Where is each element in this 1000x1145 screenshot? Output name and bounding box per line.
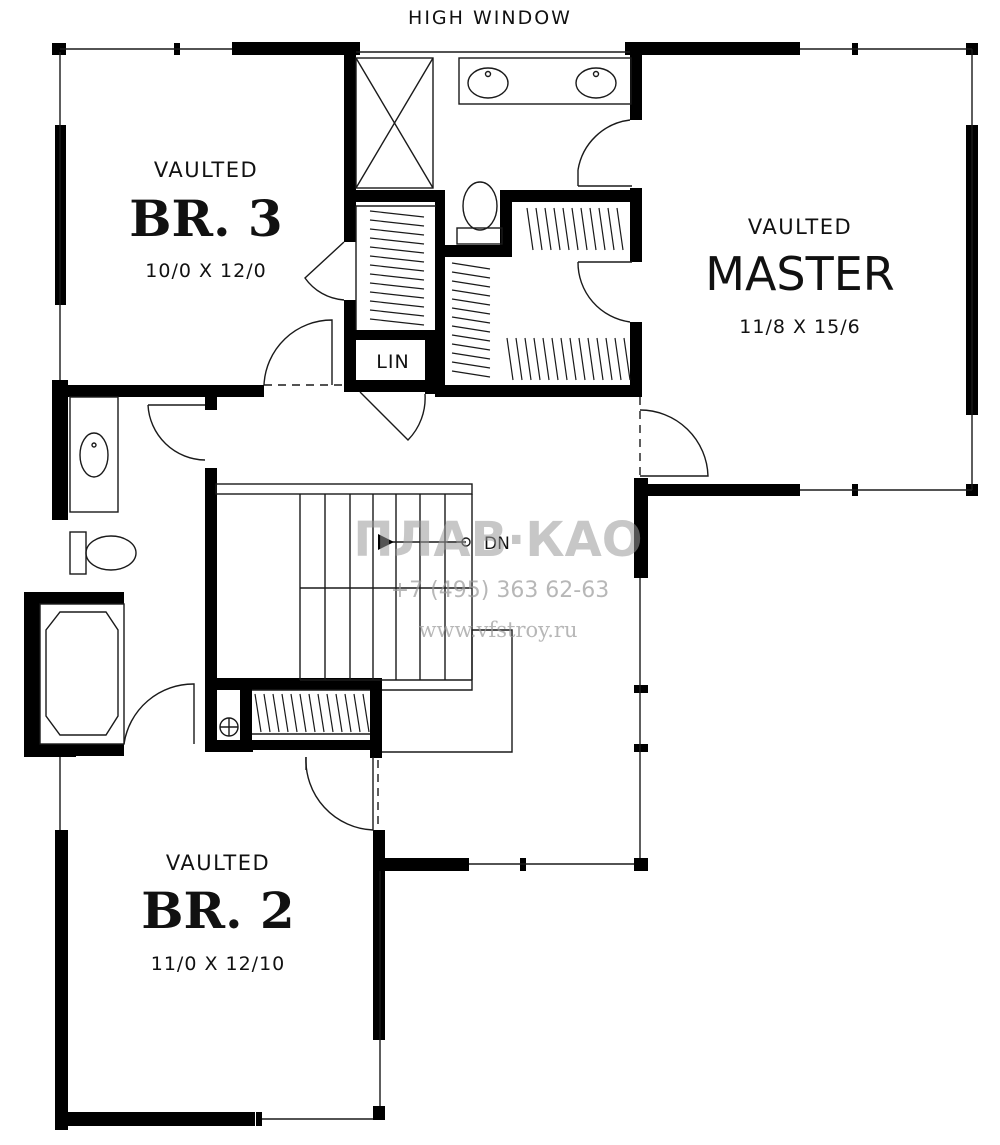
closet-hanger: [344, 693, 352, 733]
closet-hanger: [451, 280, 491, 288]
high-window-label: HIGH WINDOW: [408, 7, 572, 29]
closet-hanger: [369, 273, 425, 281]
closet-hanger: [623, 337, 631, 381]
closet-hanger: [451, 343, 491, 351]
br3-vaulted-label: VAULTED: [154, 158, 258, 182]
closet-hanger: [451, 361, 491, 369]
closet-hanger: [254, 693, 262, 733]
closet-hangers: [254, 207, 631, 733]
stair-arrow-icon: [378, 534, 394, 550]
closet-hanger: [451, 325, 491, 333]
closet-hanger: [369, 219, 425, 227]
closet-hanger: [451, 316, 491, 324]
closet-hanger: [571, 207, 579, 251]
thin-lines: [39, 48, 973, 1120]
closet-hanger: [299, 693, 307, 733]
closet-hanger: [451, 262, 491, 270]
closet-hanger: [616, 207, 624, 251]
closet-hanger: [580, 207, 588, 251]
closet-hanger: [542, 337, 550, 381]
master-vaulted-label: VAULTED: [748, 215, 852, 239]
closet-hanger: [535, 207, 543, 251]
closet-hanger: [526, 207, 534, 251]
closet-hanger: [589, 207, 597, 251]
closet-hanger: [369, 228, 425, 236]
watermark-url: www.vfstroy.ru: [419, 618, 578, 642]
closet-hanger: [369, 309, 425, 317]
closet-hanger: [335, 693, 343, 733]
linen-closet-label: LIN: [376, 351, 409, 373]
closet-hanger: [533, 337, 541, 381]
stairs-down-label: DN: [484, 534, 510, 554]
closet-hanger: [317, 693, 325, 733]
closet-hanger: [506, 337, 514, 381]
closet-hanger: [451, 370, 491, 378]
closet-hanger: [369, 282, 425, 290]
closet-hanger: [605, 337, 613, 381]
closet-hanger: [369, 246, 425, 254]
walls: [24, 42, 978, 1130]
closet-hanger: [451, 307, 491, 315]
closet-hanger: [451, 289, 491, 297]
closet-hanger: [607, 207, 615, 251]
closet-hanger: [551, 337, 559, 381]
closet-hanger: [369, 237, 425, 245]
closet-hanger: [515, 337, 523, 381]
closet-hanger: [362, 693, 370, 733]
closet-hanger: [369, 318, 425, 326]
br3-room-name: BR. 3: [129, 189, 282, 248]
closet-hanger: [569, 337, 577, 381]
closet-hanger: [272, 693, 280, 733]
watermark-phone: +7 (495) 363 62-63: [391, 578, 610, 603]
master-room-dims: 11/8 X 15/6: [739, 316, 860, 338]
closet-hanger: [451, 271, 491, 279]
closet-hanger: [290, 693, 298, 733]
closet-hanger: [578, 337, 586, 381]
closet-hanger: [544, 207, 552, 251]
master-room-name: MASTER: [705, 247, 894, 301]
closet-hanger: [326, 693, 334, 733]
br2-room-name: BR. 2: [141, 881, 294, 940]
br2-vaulted-label: VAULTED: [166, 851, 270, 875]
closet-hanger: [369, 210, 425, 218]
closet-hanger: [369, 291, 425, 299]
closet-hanger: [587, 337, 595, 381]
closet-hanger: [308, 693, 316, 733]
closet-hanger: [281, 693, 289, 733]
closet-hanger: [451, 352, 491, 360]
closet-hanger: [353, 693, 361, 733]
closet-hanger: [614, 337, 622, 381]
closet-hanger: [560, 337, 568, 381]
br3-room-dims: 10/0 X 12/0: [145, 260, 266, 282]
closet-hanger: [369, 264, 425, 272]
watermark-brand: ПЛАВ·КАО: [353, 512, 642, 568]
closet-hanger: [596, 337, 604, 381]
closet-hanger: [524, 337, 532, 381]
closet-hanger: [369, 255, 425, 263]
closet-hanger: [598, 207, 606, 251]
closet-hanger: [451, 334, 491, 342]
closet-hanger: [263, 693, 271, 733]
closet-hanger: [562, 207, 570, 251]
closet-hanger: [369, 300, 425, 308]
br2-room-dims: 11/0 X 12/10: [151, 953, 286, 975]
closet-hanger: [553, 207, 561, 251]
closet-hanger: [451, 298, 491, 306]
